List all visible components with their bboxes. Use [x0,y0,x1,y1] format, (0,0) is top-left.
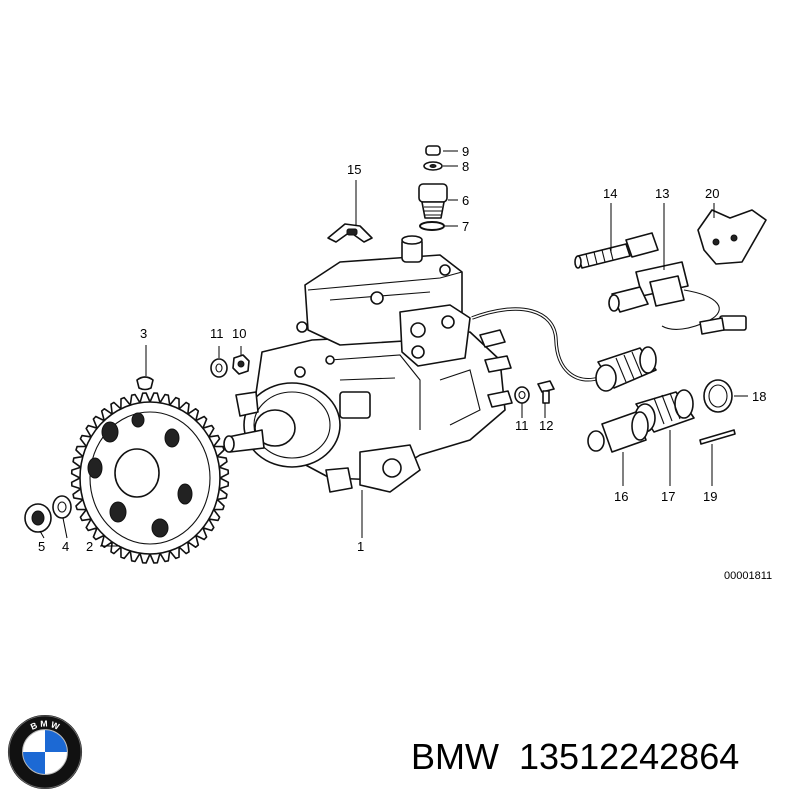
callout-1: 1 [357,539,364,554]
seal-ring-part-18 [703,379,733,413]
callout-15: 15 [347,162,361,177]
callout-labels: 1 2 3 4 5 6 7 8 9 10 11 11 12 13 14 15 1… [38,144,766,554]
callout-20: 20 [705,186,719,201]
nut-part-5 [24,503,52,533]
callout-2: 2 [86,539,93,554]
brand-name: BMW [411,736,499,777]
pin-part-19 [699,429,736,445]
bmw-logo: B M W [7,714,83,790]
screw-part-9 [425,145,441,156]
valve-part-6 [418,183,448,219]
washer-part-11-lower [514,386,530,404]
sensor-part-13 [608,261,747,335]
part-number: 13512242864 [519,736,740,777]
callout-7: 7 [462,219,469,234]
clip-part-15 [327,223,373,243]
callout-4: 4 [62,539,69,554]
callout-16: 16 [614,489,628,504]
injection-pump-body [223,235,513,493]
leader-lines [39,150,748,547]
o-ring-part-7 [419,221,445,231]
gear-sprocket [70,392,230,564]
bracket-part-20 [697,209,767,265]
callout-8: 8 [462,159,469,174]
callout-3: 3 [140,326,147,341]
callout-14: 14 [603,186,617,201]
washer-part-4 [52,495,72,519]
washer-part-11-upper [210,358,228,378]
part-identifier: BMW 13512242864 [411,736,739,778]
callout-6: 6 [462,193,469,208]
callout-11-upper: 11 [210,326,224,341]
diagram-reference-code: 00001811 [724,570,772,582]
svg-text:B M W: B M W [29,719,62,732]
callout-9: 9 [462,144,469,159]
callout-12: 12 [539,418,553,433]
solenoid-connector [595,346,657,392]
callout-11-lower: 11 [515,418,529,433]
shutoff-valve-part-16 [587,411,649,453]
callout-18: 18 [752,389,766,404]
callout-5: 5 [38,539,45,554]
key-part-3 [136,376,154,391]
bolt-part-12 [537,380,555,404]
washer-part-8 [423,161,443,171]
callout-10: 10 [232,326,246,341]
callout-17: 17 [661,489,675,504]
hollow-bolt-part-14 [574,232,659,269]
callout-19: 19 [703,489,717,504]
callout-13: 13 [655,186,669,201]
